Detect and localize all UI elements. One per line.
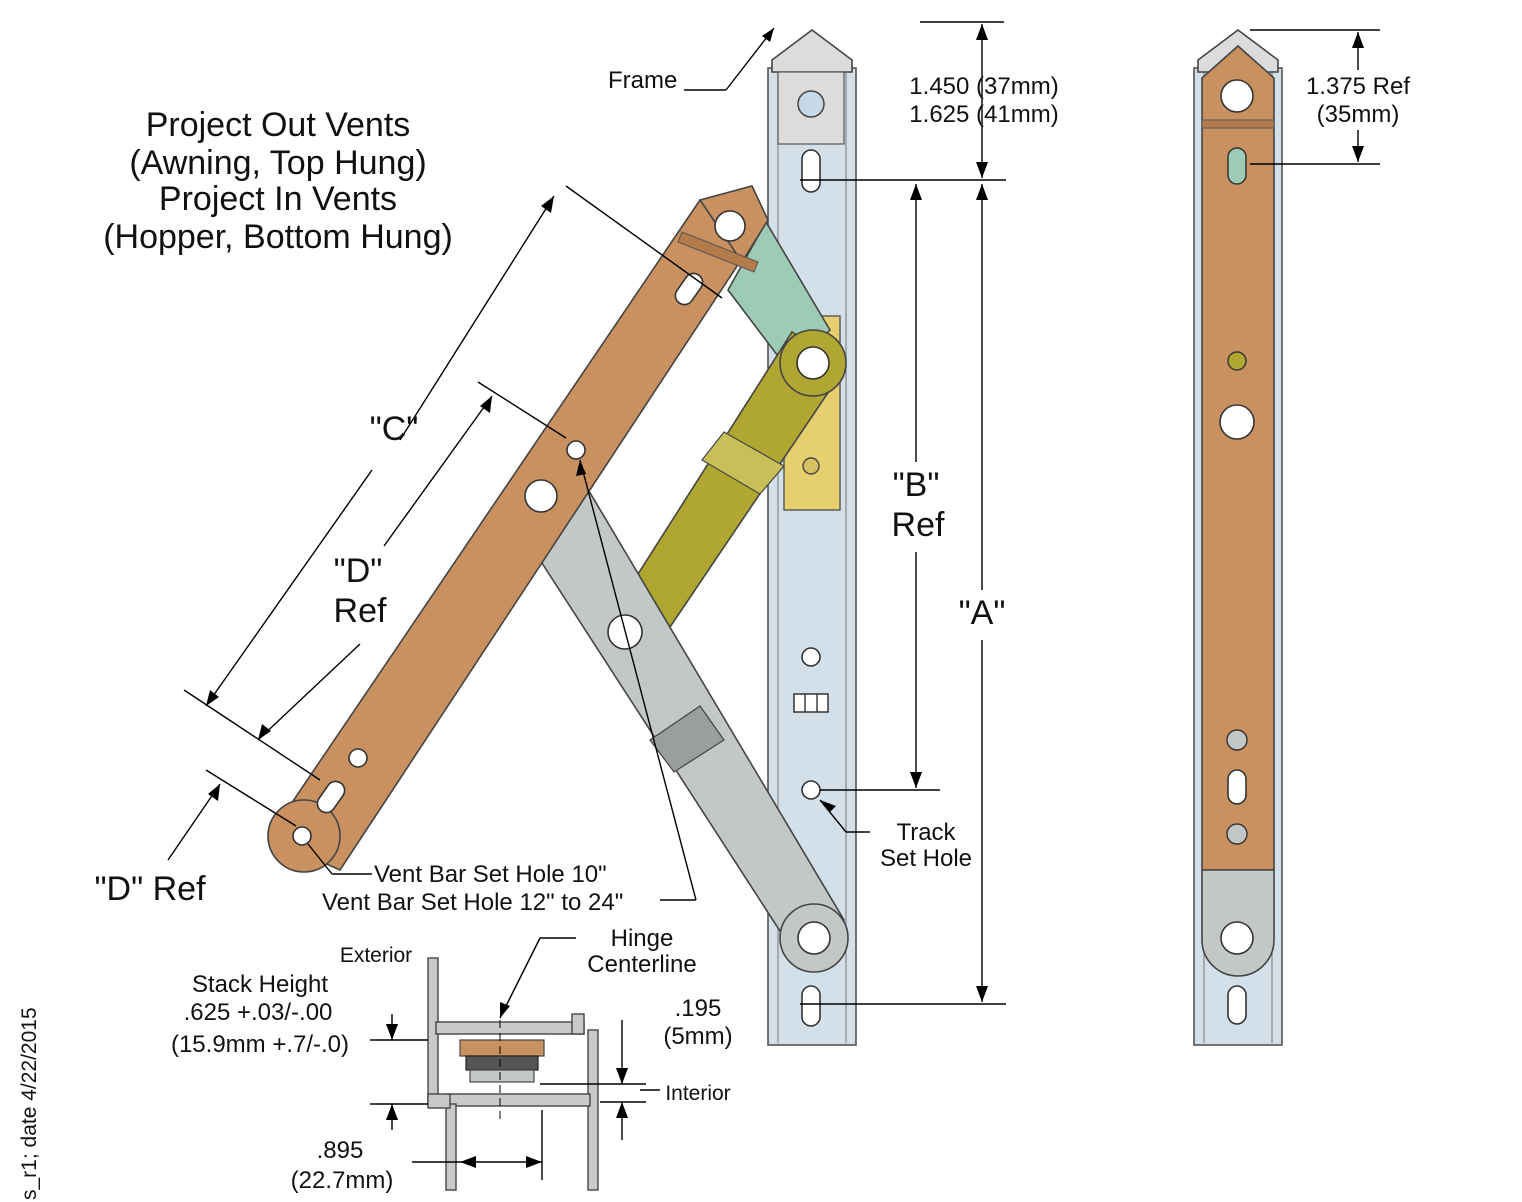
label-dim-d-2: Ref [334,592,387,630]
labels: Frame 1.450 (37mm) 1.625 (41mm) 1.375 Re… [18,67,1410,1200]
vent-bar-set-hole [292,826,312,846]
track-hole-a [801,647,821,667]
label-dim-top-2: 1.625 (41mm) [909,101,1058,128]
label-dim-right-1: 1.375 Ref [1306,73,1410,100]
label-track-1: Track [896,819,956,846]
vent-bar-pivot [524,479,558,513]
label-interior: Interior [665,1082,730,1105]
track-set-hole [801,780,821,800]
track-slot-bottom [801,985,821,1027]
label-vent-hole-1: Vent Bar Set Hole 10" [374,861,607,888]
olive-link [622,329,848,638]
label-dim-right-2: (35mm) [1317,101,1400,128]
label-dim-895-2: (22.7mm) [291,1167,394,1194]
track-slot-top [801,149,821,193]
title-line-1: Project Out Vents [146,106,411,144]
vent-bar-hole-a [348,748,368,768]
cross-section [370,937,660,1191]
label-hinge-1: Hinge [611,925,674,952]
label-margin-note: s_r1; date 4/22/2015 [18,1007,41,1200]
label-dim-top-1: 1.450 (37mm) [909,73,1058,100]
label-exterior: Exterior [340,944,412,967]
olive-link-pivot [796,346,830,380]
label-hinge-2: Centerline [587,951,696,978]
dimension-lines [167,21,1380,1005]
label-dim-a: "A" [959,594,1006,632]
side-view-bar [1193,29,1283,1046]
vent-bar-slot-top [674,272,704,306]
title-block: Project Out Vents (Awning, Top Hung) Pro… [103,106,453,256]
side-bar-bottom-hole [1220,921,1254,955]
title-line-3: Project In Vents [159,180,397,218]
title-line-4: (Hopper, Bottom Hung) [103,218,453,256]
label-dim-c: "C" [370,410,419,448]
track-top-cap [771,29,853,73]
vent-bar-top-hole [714,210,746,242]
track-top-hole [797,90,825,118]
label-dim-b-1: "B" [893,466,940,504]
track-marker [793,693,829,713]
label-dim-195-1: .195 [675,995,722,1022]
label-stack-2: .625 +.03/-.00 [184,999,333,1026]
gray-link-pivot-bottom [797,921,831,955]
label-track-2: Set Hole [880,845,972,872]
side-bar-pivot [1219,404,1255,440]
label-dim-895-1: .895 [317,1137,364,1164]
side-bar-top-hole [1220,79,1254,113]
label-vent-hole-2: Vent Bar Set Hole 12" to 24" [322,889,623,916]
gray-link [539,484,849,973]
vent-bar-small-hole [566,440,586,460]
label-dim-b-2: Ref [892,506,945,544]
label-stack-3: (15.9mm +.7/-.0) [171,1031,349,1058]
vent-bar-slot-bottom [316,780,346,814]
vent-bar [266,185,769,873]
label-frame: Frame [608,67,677,94]
title-line-2: (Awning, Top Hung) [129,144,426,182]
label-dim-d-1: "D" [334,552,383,590]
label-dim-d-ref: "D" Ref [94,870,206,908]
slider-rivet [802,457,820,475]
label-dim-195-2: (5mm) [663,1023,732,1050]
label-stack-1: Stack Height [192,971,328,998]
